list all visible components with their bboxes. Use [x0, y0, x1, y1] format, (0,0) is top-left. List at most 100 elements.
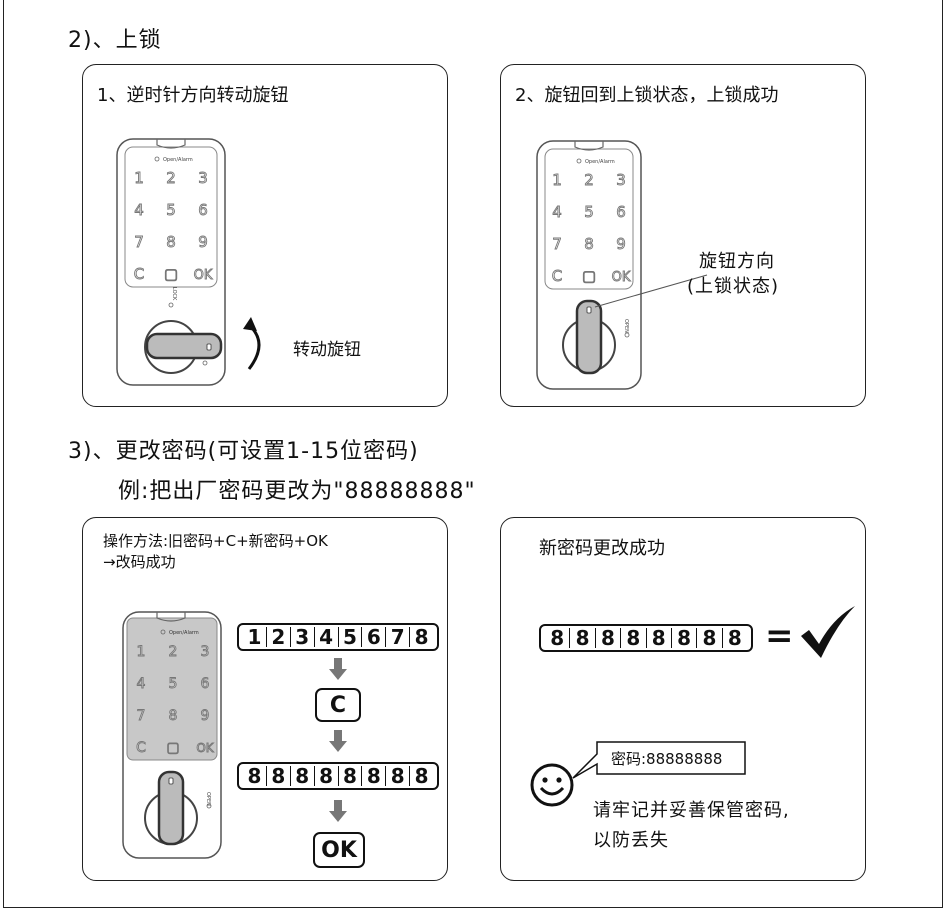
callout-line: [594, 274, 708, 308]
rotate-knob-label: 转动旋钮: [293, 340, 361, 360]
reminder-text: 请牢记并妥善保管密码,: [593, 800, 790, 821]
page-frame: [3, 0, 943, 908]
svg-text:8: 8: [166, 233, 176, 251]
clear-key: C: [315, 688, 361, 722]
code-digit: 1: [247, 625, 262, 649]
code-digit: 8: [361, 766, 385, 786]
svg-text:3: 3: [616, 171, 626, 189]
code-digit: 3: [289, 627, 314, 647]
panel-title: 新密码更改成功: [539, 538, 665, 559]
svg-text:9: 9: [616, 235, 626, 253]
svg-text:OPEN: OPEN: [623, 319, 629, 333]
section-heading-lock: 2)、上锁: [68, 28, 162, 53]
down-arrow-icon: [329, 658, 347, 680]
equals-sign: =: [765, 616, 794, 656]
code-digit: 8: [620, 628, 645, 648]
code-digit: 8: [721, 628, 747, 648]
reminder-text-2: 以防丢失: [593, 830, 669, 851]
svg-text:2: 2: [584, 171, 594, 189]
svg-text:▢: ▢: [164, 265, 178, 283]
panel-title: 1、逆时针方向转动旋钮: [97, 85, 289, 106]
svg-text:OPEN: OPEN: [205, 792, 211, 806]
svg-text:7: 7: [552, 235, 562, 253]
code-digit: 8: [265, 766, 290, 786]
svg-text:C: C: [552, 267, 562, 285]
svg-text:9: 9: [201, 708, 210, 724]
code-digit: 5: [337, 627, 362, 647]
svg-text:OK: OK: [196, 741, 214, 755]
code-digit: 8: [247, 764, 262, 788]
svg-text:8: 8: [584, 235, 594, 253]
lock-device-locked: Open/Alarm 1 2 3 4 5 6 7 8 9 C ▢ OK OPEN: [536, 140, 642, 390]
code-digit: 8: [569, 628, 594, 648]
code-digit: 2: [265, 627, 290, 647]
svg-text:LOCK: LOCK: [171, 287, 177, 301]
code-digit: 8: [409, 766, 433, 786]
svg-text:5: 5: [169, 676, 178, 692]
svg-text:OK: OK: [194, 268, 213, 283]
down-arrow-icon: [329, 730, 347, 752]
svg-text:2: 2: [169, 644, 178, 660]
code-digit: 6: [361, 627, 385, 647]
svg-text:Open/Alarm: Open/Alarm: [585, 159, 615, 165]
callout-knob-direction: 旋钮方向: [699, 251, 775, 272]
svg-text:8: 8: [169, 708, 178, 724]
panel-change-success: 新密码更改成功 8 8 8 8 8 8 8 8 = 密码:88888888 请牢…: [500, 517, 866, 881]
svg-text:4: 4: [137, 676, 146, 692]
new-code-display: 8 8 8 8 8 8 8 8: [539, 624, 753, 652]
svg-text:Open/Alarm: Open/Alarm: [169, 630, 199, 636]
svg-text:OK: OK: [612, 270, 631, 285]
indicator-label: Open/Alarm: [163, 157, 193, 163]
instruction-line: 操作方法:旧密码+C+新密码+OK: [103, 532, 328, 550]
svg-text:1: 1: [134, 169, 144, 187]
svg-text:7: 7: [137, 708, 146, 724]
svg-text:7: 7: [134, 233, 144, 251]
svg-text:9: 9: [198, 233, 208, 251]
svg-text:6: 6: [616, 203, 626, 221]
code-digit: 8: [385, 766, 409, 786]
code-digit: 8: [670, 628, 696, 648]
callout-locked-state: (上锁状态): [687, 276, 780, 297]
svg-text:4: 4: [552, 203, 562, 221]
new-code-display: 8 8 8 8 8 8 8 8: [237, 762, 439, 790]
code-digit: 7: [385, 627, 409, 647]
svg-text:▢: ▢: [166, 740, 179, 756]
code-digit: 8: [696, 628, 721, 648]
code-digit: 4: [313, 627, 338, 647]
svg-text:5: 5: [166, 201, 176, 219]
smiley-face-icon: [530, 763, 574, 807]
section-heading-change-password: 3)、更改密码(可设置1-15位密码): [68, 439, 419, 464]
svg-text:3: 3: [198, 169, 208, 187]
old-code-display: 1 2 3 4 5 6 7 8: [237, 623, 439, 651]
panel-locked-state: 2、旋钮回到上锁状态，上锁成功 Open/Alarm 1 2 3 4 5 6 7 8 9 C…: [500, 64, 866, 407]
lock-device-unlocked: Open/Alarm 123 456 789 C▢OK LOCK OPEN: [116, 138, 226, 386]
speech-bubble-text: 密码:88888888: [611, 750, 723, 768]
code-digit: 8: [289, 766, 314, 786]
code-digit: 8: [594, 628, 620, 648]
ok-key: OK: [313, 832, 365, 868]
svg-text:4: 4: [134, 201, 144, 219]
code-digit: 8: [337, 766, 362, 786]
speech-bubble: [572, 741, 746, 779]
code-digit: 8: [409, 627, 433, 647]
svg-text:▢: ▢: [582, 267, 596, 285]
svg-text:1: 1: [552, 171, 562, 189]
code-digit: 8: [313, 766, 338, 786]
svg-text:C: C: [136, 740, 146, 756]
code-digit: 8: [550, 626, 565, 650]
svg-text:C: C: [134, 265, 144, 283]
svg-text:3: 3: [201, 644, 210, 660]
checkmark-icon: [801, 606, 855, 658]
instruction-result: →改码成功: [103, 553, 176, 571]
svg-text:5: 5: [584, 203, 594, 221]
panel-title: 2、旋钮回到上锁状态，上锁成功: [515, 85, 779, 106]
down-arrow-icon: [329, 800, 347, 822]
svg-text:6: 6: [198, 201, 208, 219]
svg-text:2: 2: [166, 169, 176, 187]
counterclockwise-arrow-icon: [243, 317, 261, 370]
svg-text:6: 6: [201, 676, 210, 692]
code-digit: 8: [645, 628, 671, 648]
